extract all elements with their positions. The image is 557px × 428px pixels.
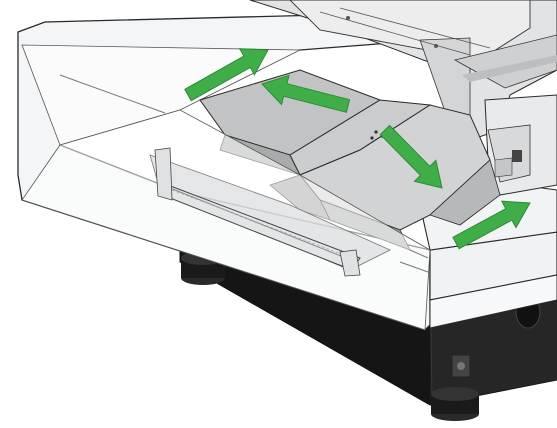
- flow-arrow-center: [261, 74, 351, 113]
- enclosure-slots: [59, 74, 429, 273]
- flow-arrows: [184, 48, 531, 250]
- rear-guard: [249, 0, 557, 141]
- spindle-head: [484, 94, 557, 196]
- flow-arrow-right-front: [452, 200, 531, 250]
- leveling-foot-right: [431, 387, 479, 421]
- door-handle: [154, 147, 361, 277]
- flow-arrow-left-rear: [184, 48, 269, 102]
- flow-arrow-right-diagonal: [379, 124, 443, 189]
